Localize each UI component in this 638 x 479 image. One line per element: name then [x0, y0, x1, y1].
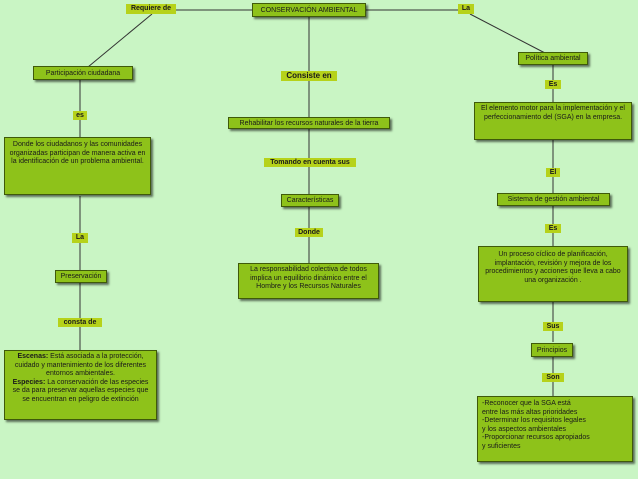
link-requiere-de: Requiere de — [126, 4, 176, 14]
node-caracteristicas: Características — [281, 194, 339, 207]
node-label: Participación ciudadana — [45, 70, 121, 77]
link-el: El — [546, 168, 560, 177]
link-la-top: La — [458, 4, 474, 14]
link-tomando: Tomando en cuenta sus — [264, 158, 356, 167]
principio-line: -Proporcionar recursos apropiados — [482, 434, 590, 442]
link-consta-de: consta de — [58, 318, 102, 327]
node-rehabilitar: Rehabilitar los recursos naturales de la… — [228, 117, 390, 129]
link-es-right-1: Es — [545, 80, 561, 89]
link-la-left: La — [72, 233, 88, 243]
escenas-label: Escenas: — [17, 353, 49, 360]
node-participacion-ciudadana: Participación ciudadana — [33, 66, 133, 80]
node-text: Un proceso cíclico de planificación, imp… — [485, 251, 621, 284]
link-sus: Sus — [543, 322, 563, 331]
node-label: Sistema de gestión ambiental — [507, 196, 600, 203]
node-principios: Principios — [531, 343, 573, 357]
principio-line: entre las más altas prioridades — [482, 408, 578, 416]
principio-line: y suficientes — [482, 442, 521, 450]
link-es-right-2: Es — [545, 224, 561, 233]
node-politica-ambiental: Política ambiental — [518, 52, 588, 65]
especies-label: Especies: — [12, 378, 46, 386]
especies-text: La conservación de las especies se da pa… — [12, 378, 149, 403]
node-label: Política ambiental — [525, 55, 581, 62]
principio-line: -Determinar los requisitos legales — [482, 417, 586, 425]
node-label: Características — [286, 197, 334, 204]
node-sistema-gestion: Sistema de gestión ambiental — [497, 193, 610, 206]
node-label: Rehabilitar los recursos naturales de la… — [239, 120, 379, 127]
node-escenas-especies: Escenas: Está asociada a la protección, … — [4, 350, 157, 420]
link-donde: Donde — [295, 228, 323, 237]
link-es-left: es — [73, 111, 87, 120]
principio-line: y los aspectos ambientales — [482, 425, 567, 433]
node-text: La responsabilidad colectiva de todos im… — [250, 266, 367, 291]
node-responsabilidad: La responsabilidad colectiva de todos im… — [238, 263, 379, 299]
node-proceso-ciclico: Un proceso cíclico de planificación, imp… — [478, 246, 628, 302]
node-label: Principios — [536, 347, 568, 354]
link-son: Son — [542, 373, 564, 382]
node-preservacion: Preservación — [55, 270, 107, 283]
principio-line: -Reconocer que la SGA está — [482, 400, 571, 407]
node-text: Donde los ciudadanos y las comunidades o… — [9, 141, 146, 166]
link-consiste-en: Consiste en — [281, 71, 337, 81]
node-participacion-definicion: Donde los ciudadanos y las comunidades o… — [4, 137, 151, 195]
node-conservacion-ambiental: CONSERVACIÓN AMBIENTAL — [252, 3, 366, 17]
node-principios-lista: -Reconocer que la SGA está entre las más… — [477, 396, 633, 462]
node-text: El elemento motor para la implementación… — [481, 105, 625, 121]
node-elemento-motor: El elemento motor para la implementación… — [474, 102, 632, 140]
node-label: CONSERVACIÓN AMBIENTAL — [260, 7, 358, 14]
node-label: Preservación — [60, 273, 102, 280]
escenas-text: Está asociada a la protección, cuidado y… — [14, 353, 147, 378]
